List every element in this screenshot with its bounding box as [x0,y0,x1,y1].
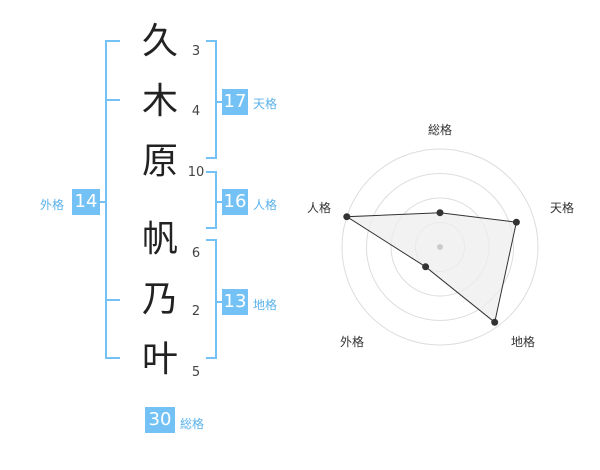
radar-point-jinkaku [343,213,351,221]
stroke-count-6: 5 [191,365,201,380]
radar-ring [341,148,539,346]
gaikaku-label: 外格 [40,198,65,212]
chikaku-badge: 13 [222,289,248,315]
radar-axis-label-tenkaku: 天格 [549,201,574,215]
gaikaku-bracket [105,40,120,359]
radar-point-tenkaku [512,218,520,226]
tenkaku-bracket [206,40,217,159]
name-char-4: 帆 [141,219,178,260]
stroke-count-3: 10 [187,165,205,180]
name-char-6: 叶 [141,339,178,380]
stroke-count-4: 6 [191,246,201,261]
chikaku-label: 地格 [253,298,278,312]
jinkaku-bracket [206,171,217,229]
chikaku-bracket [206,239,217,359]
stroke-count-1: 3 [191,44,201,59]
radar-axis-label-gaikaku: 外格 [339,335,364,349]
radar-axis-label-soukaku: 総格 [427,123,452,137]
jinkaku-badge: 16 [222,189,248,215]
name-char-5: 乃 [141,279,178,320]
name-char-1: 久 [141,21,178,62]
name-char-3: 原 [141,141,178,182]
soukaku-badge: 30 [145,407,175,433]
gaikaku-badge: 14 [72,189,100,215]
radar-center-point [437,244,443,250]
tenkaku-label: 天格 [253,97,278,111]
radar-point-chikaku [491,318,499,326]
name-char-2: 木 [141,81,178,122]
soukaku-label: 総格 [180,417,205,431]
stroke-count-2: 4 [191,104,201,119]
radar-point-soukaku [436,209,444,217]
stroke-count-5: 2 [191,304,201,319]
jinkaku-label: 人格 [253,198,278,212]
radar-axis-label-jinkaku: 人格 [306,201,331,215]
radar-area [345,212,518,324]
radar-point-gaikaku [422,263,430,271]
radar-ring [366,173,514,321]
radar-axis-label-chikaku: 地格 [510,335,535,349]
tenkaku-badge: 17 [222,89,248,115]
